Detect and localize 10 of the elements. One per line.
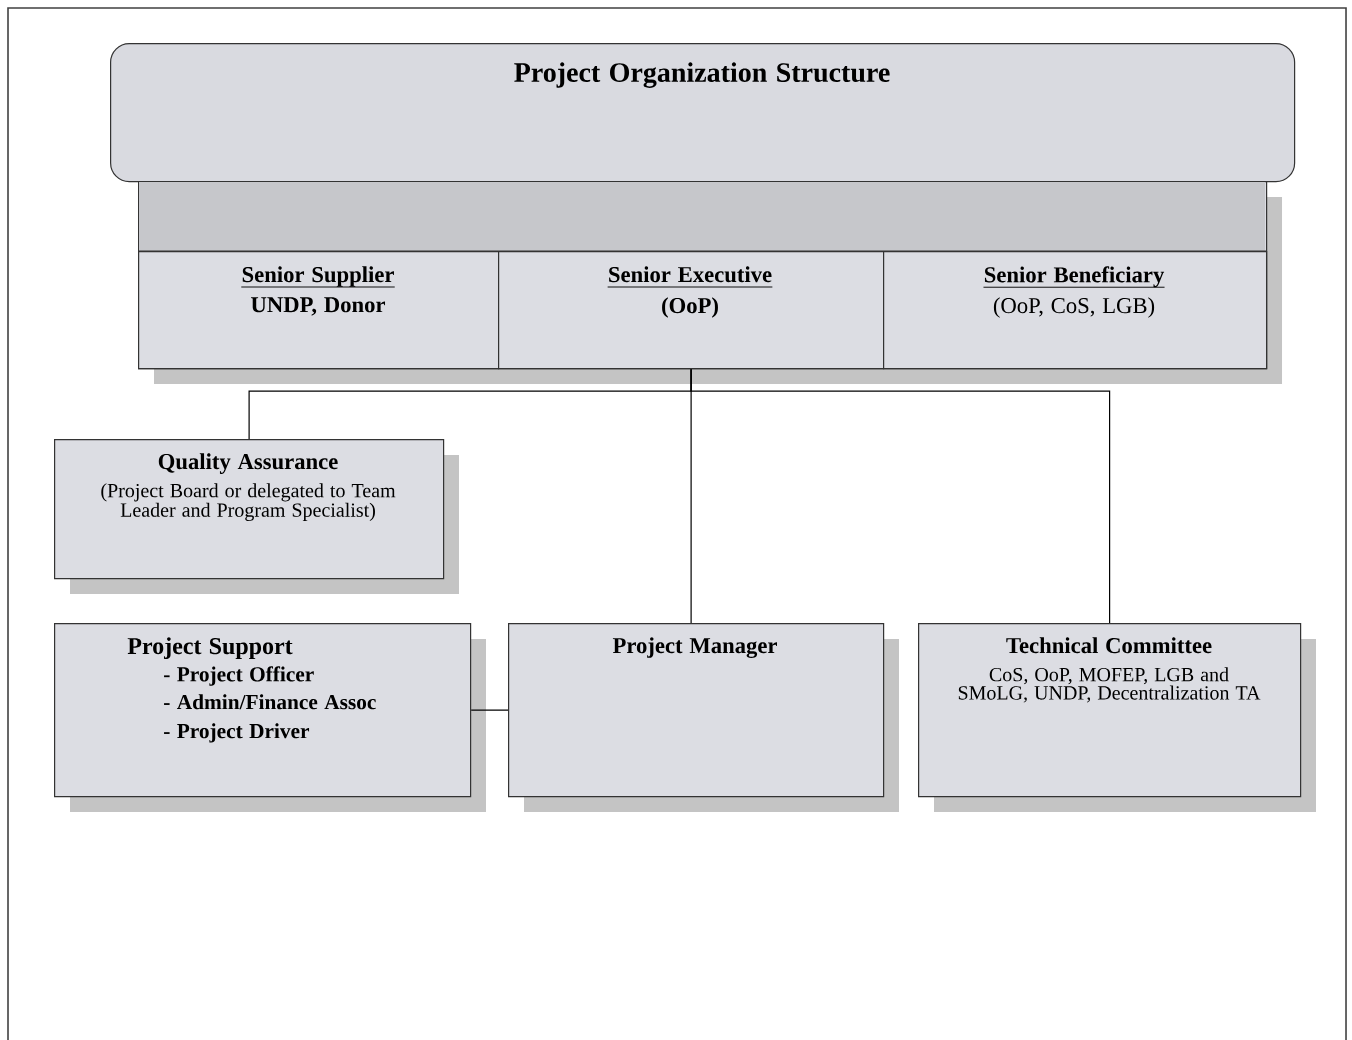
role-box: Quality Assurance (Project Board or delegated to Team Leader and Program Specialist) (54, 439, 459, 594)
role-box: Technical Committee CoS, OoP, MOFEP, LGB and SMoLG, UNDP, Decentralization TA (918, 623, 1316, 812)
board-cell: Senior Executive (OoP) (498, 251, 885, 370)
board-cell: Senior Beneficiary (OoP, CoS, LGB) (883, 251, 1268, 370)
connector-line (470, 709, 509, 711)
title-box: Project Organization Structure (110, 43, 1296, 183)
connector-line (690, 368, 1111, 624)
role-box: Project Support - Project Officer - Admin/Finance Assoc - Project Driver (54, 623, 486, 812)
board-cell: Senior Supplier UNDP, Donor (138, 251, 500, 370)
role-box: Project Manager (508, 623, 899, 812)
